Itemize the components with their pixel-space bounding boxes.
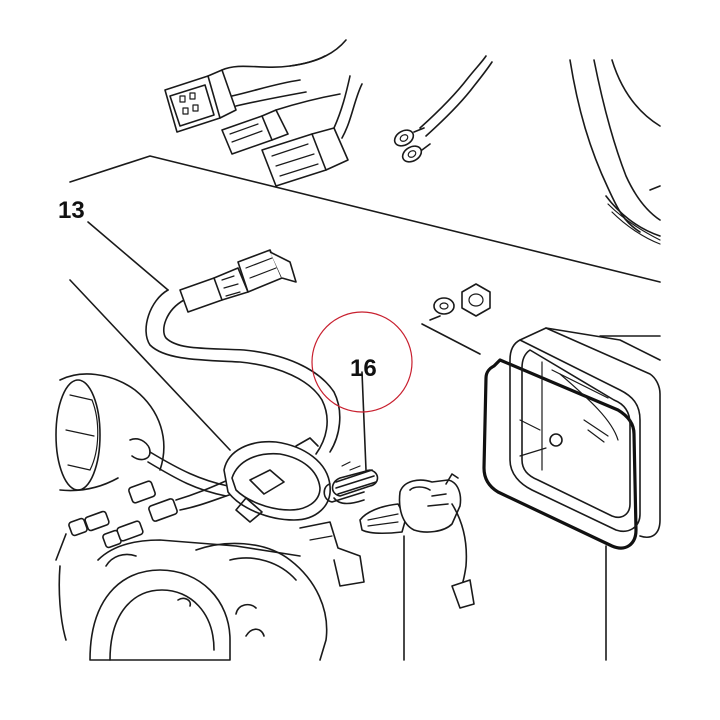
connector-harness-top bbox=[164, 39, 363, 187]
spring-16 bbox=[323, 371, 379, 505]
highlight-circle bbox=[311, 311, 413, 413]
lens-gasket bbox=[482, 358, 638, 550]
bulb-holder-ring bbox=[223, 437, 331, 523]
bulb-socket bbox=[359, 473, 475, 661]
ground-wire-terminals bbox=[393, 55, 493, 163]
headlamp-cup-left bbox=[55, 373, 233, 641]
callout-13-label: 13 bbox=[58, 197, 85, 224]
callout-16-label: 16 bbox=[350, 355, 377, 382]
headlamp-assembly-main bbox=[89, 521, 365, 661]
leader-housing bbox=[69, 279, 231, 451]
lamp-lens-frame bbox=[509, 327, 661, 661]
vehicle-panel-outline bbox=[69, 59, 661, 283]
wiring-harness-13 bbox=[87, 221, 341, 455]
nut-and-washer bbox=[421, 283, 491, 355]
